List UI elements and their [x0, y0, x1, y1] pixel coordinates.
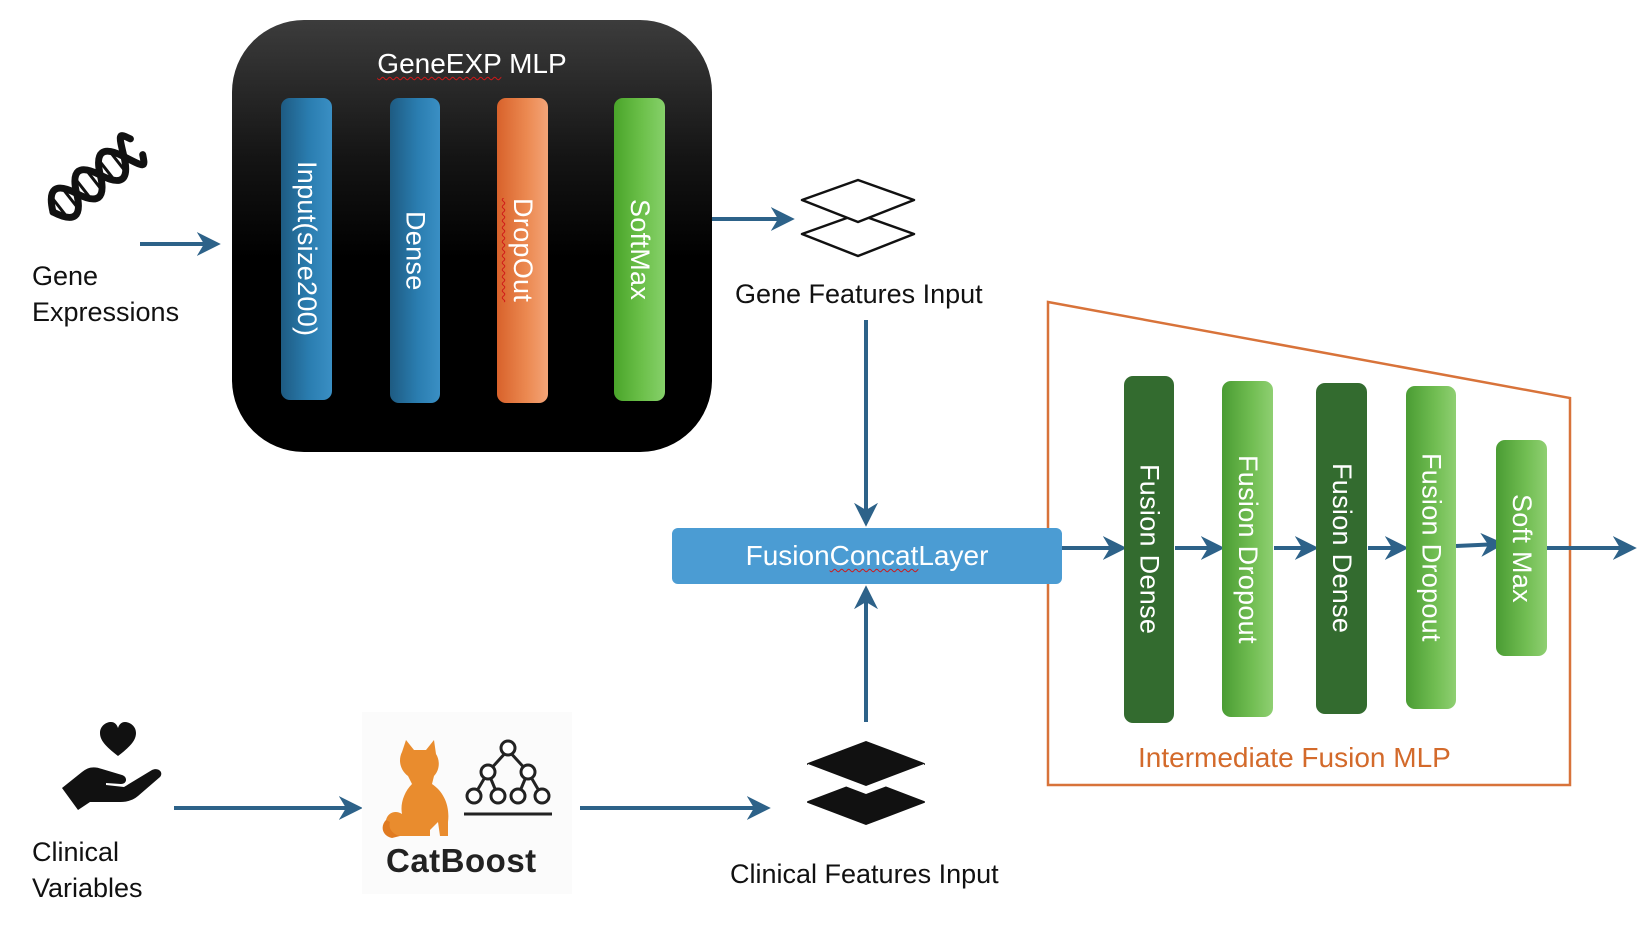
catboost-panel	[362, 712, 572, 894]
clinical-label-line1: Clinical	[32, 837, 120, 867]
clinical-features-label: Clinical Features Input	[730, 859, 999, 889]
concat-label-3: Layer	[918, 540, 989, 571]
layer-softmax: SoftMax	[614, 98, 665, 401]
hand-heart-icon	[62, 722, 162, 810]
arrow-fusion-4-to-5	[1455, 532, 1505, 557]
layers-outline-icon	[800, 178, 916, 258]
layers-filled-icon	[807, 741, 925, 825]
catboost-label: CatBoost	[386, 842, 537, 879]
dna-icon	[47, 132, 148, 221]
layer-dense: Dense	[390, 98, 440, 403]
layer-dropout: DropOut	[497, 98, 548, 403]
gene-expressions-label: Gene Expressions	[32, 258, 179, 330]
layer-dropout-label: DropOut	[508, 198, 538, 303]
fusion-softmax-label: Soft Max	[1507, 493, 1537, 603]
concat-label-1: Fusion	[745, 540, 830, 571]
fusion-dropout-1-label: Fusion Dropout	[1233, 454, 1263, 644]
layer-input: Input(size200)	[281, 98, 332, 400]
geneexp-title-suffix: MLP	[501, 48, 567, 79]
fusion-dropout-1: Fusion Dropout	[1222, 381, 1273, 717]
layer-dense-label: Dense	[400, 210, 431, 291]
fusion-dropout-2-label: Fusion Dropout	[1416, 453, 1447, 642]
fusion-dense-1: Fusion Dense	[1124, 376, 1174, 723]
fusion-dense-1-label: Fusion Dense	[1134, 464, 1165, 635]
fusion-dense-2-label: Fusion Dense	[1327, 463, 1357, 634]
layer-input-label: Input(size200)	[292, 161, 322, 337]
fusion-concat-layer: Fusion Concat Layer	[672, 528, 1062, 584]
fusion-dropout-2: Fusion Dropout	[1406, 386, 1456, 709]
tree-icon	[464, 739, 552, 816]
gene-label-line1: Gene	[32, 261, 99, 291]
clinical-label-line2: Variables	[32, 873, 143, 903]
cat-icon	[382, 740, 449, 838]
gene-label-line2: Expressions	[32, 297, 180, 327]
fusion-dense-2: Fusion Dense	[1316, 383, 1367, 714]
layer-softmax-label: SoftMax	[625, 198, 655, 301]
gene-features-label: Gene Features Input	[735, 279, 983, 309]
fusion-mlp-outline	[1046, 300, 1572, 787]
geneexp-mlp-title: GeneEXP MLP	[232, 48, 712, 80]
clinical-variables-label: Clinical Variables	[32, 834, 143, 906]
geneexp-title-word: GeneEXP	[377, 48, 502, 79]
fusion-mlp-title: Intermediate Fusion MLP	[1138, 742, 1451, 773]
concat-label-2: Concat	[829, 540, 919, 571]
fusion-softmax: Soft Max	[1496, 440, 1547, 656]
